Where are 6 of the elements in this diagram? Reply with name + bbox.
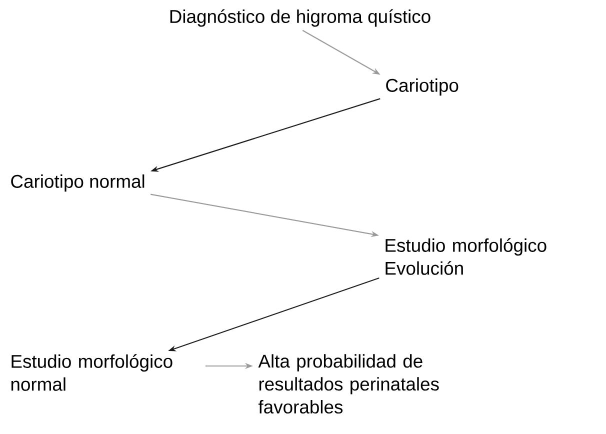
text-label: Cariotipo normal	[11, 174, 144, 192]
text-label: Cariotipo	[386, 78, 458, 96]
text-label: Estudio morfológico Evolución	[386, 238, 546, 275]
text-label: Diagnóstico de higroma quístico	[170, 9, 430, 27]
text-label: Estudio morfológico normal	[11, 354, 172, 391]
text-label: Alta probabilidad de resultados perinatales favorables	[258, 354, 439, 414]
